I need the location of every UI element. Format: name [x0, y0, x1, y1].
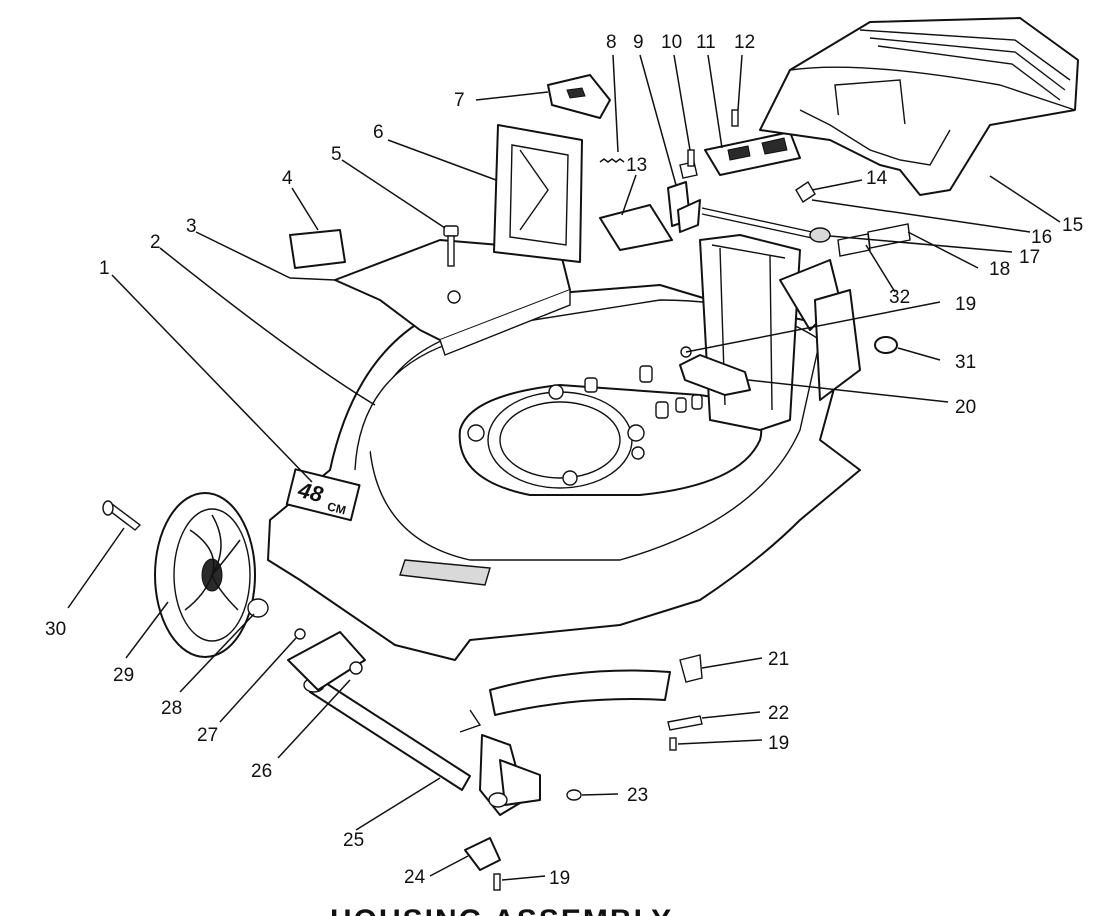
height-adjuster-bracket [479, 734, 541, 816]
screw-19-bottom [493, 873, 501, 891]
leader-lines [67, 54, 1061, 881]
pivot-brackets [667, 149, 701, 233]
callout-9: 9 [633, 32, 644, 53]
screw-19-right [669, 737, 677, 751]
rear-flap-plate [334, 239, 571, 356]
rear-cover [759, 17, 1079, 196]
rod-cap [795, 181, 816, 203]
diagram-footer-title: HOUSING ASSEMBLY [330, 904, 673, 916]
svg-text:CM: CM [326, 499, 348, 517]
screw [731, 109, 739, 127]
lock-nut [566, 789, 582, 801]
callout-6: 6 [373, 122, 384, 143]
callout-7: 7 [454, 90, 465, 111]
retaining-clip [464, 837, 501, 871]
axle-bracket [287, 631, 366, 691]
callout-18: 18 [989, 259, 1010, 280]
deck-mounting-posts [584, 365, 703, 419]
rear-guard-frame [699, 234, 861, 431]
callout-32: 32 [889, 287, 910, 308]
callout-11: 11 [696, 32, 716, 53]
rubber-plug [874, 336, 898, 354]
callout-12: 12 [734, 32, 755, 53]
deck-size-decal: 48 CM [285, 468, 361, 522]
warning-label [289, 229, 346, 269]
clevis-pin [667, 715, 703, 731]
callout-4: 4 [282, 168, 293, 189]
discharge-door [493, 124, 583, 263]
hinge-plate [704, 131, 801, 176]
front-axle [303, 677, 471, 791]
callout-3: 3 [186, 216, 197, 237]
callout-20: 20 [955, 397, 976, 418]
callout-16: 16 [1031, 227, 1052, 248]
callout-26: 26 [251, 761, 272, 782]
callout-21: 21 [768, 649, 789, 670]
callout-23: 23 [627, 785, 648, 806]
callout-27: 27 [197, 725, 218, 746]
callout-17: 17 [1019, 247, 1040, 268]
callout-31: 31 [955, 352, 976, 373]
callout-10: 10 [661, 32, 682, 53]
callout-30: 30 [45, 619, 66, 640]
wheel-bushing [247, 598, 269, 618]
shield-plate [599, 204, 673, 251]
callout-2: 2 [150, 232, 161, 253]
callout-25: 25 [343, 830, 364, 851]
callout-19-bottom: 19 [549, 868, 570, 889]
callout-14: 14 [866, 168, 888, 189]
callout-13: 13 [626, 155, 647, 176]
washer [294, 628, 306, 640]
hinge-rod [701, 207, 813, 239]
callout-15: 15 [1062, 215, 1083, 236]
callout-24: 24 [404, 867, 426, 888]
callout-19-right: 19 [768, 733, 789, 754]
callout-5: 5 [331, 144, 342, 165]
callout-1: 1 [99, 258, 110, 279]
spring [599, 158, 625, 163]
callout-19-top: 19 [955, 294, 976, 315]
callout-labels: 1 2 3 4 5 6 7 8 9 10 11 12 13 14 15 16 1… [45, 32, 1083, 889]
wheel-bolt [102, 500, 142, 531]
wheel [154, 492, 256, 658]
bolt [443, 225, 459, 267]
callout-29: 29 [113, 665, 134, 686]
torsion-spring [809, 227, 831, 243]
callout-22: 22 [768, 703, 789, 724]
callout-8: 8 [606, 32, 617, 53]
lower-deflector [459, 669, 671, 733]
blade-chamber [458, 384, 763, 496]
mounting-clip [679, 654, 703, 683]
latch [547, 74, 611, 119]
handle-bracket [679, 346, 751, 396]
callout-28: 28 [161, 698, 182, 719]
